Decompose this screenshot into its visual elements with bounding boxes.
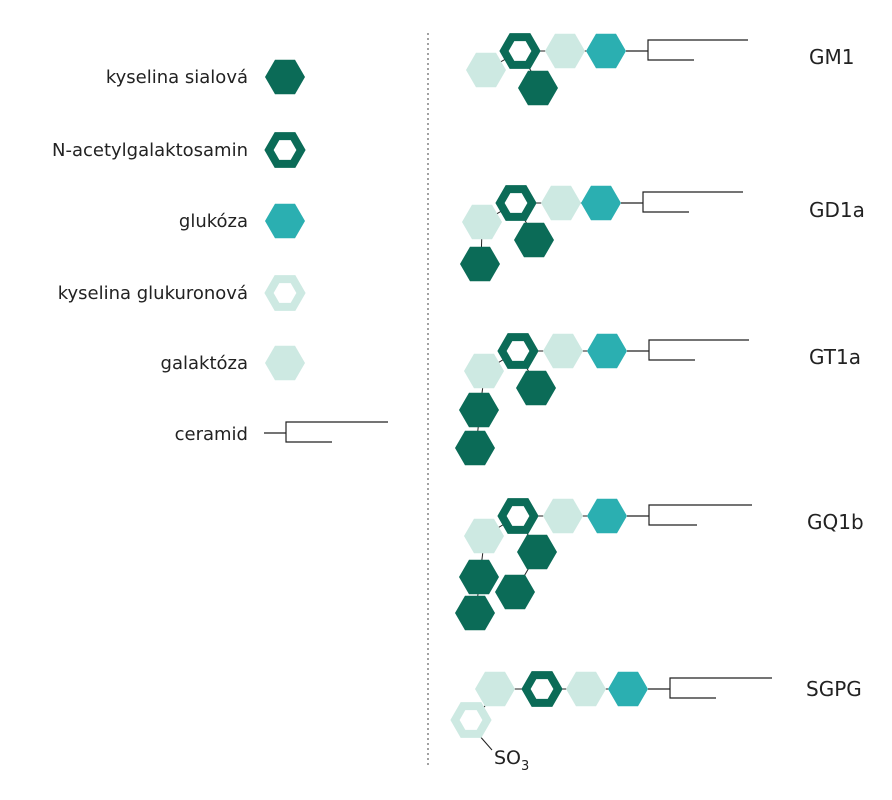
structure-name: SGPG	[806, 677, 862, 701]
sialic-acid-hexagon	[516, 370, 556, 406]
ceramide-symbol	[627, 339, 749, 361]
ceramide-symbol	[648, 677, 772, 699]
galactose-hexagon	[541, 185, 581, 221]
legend-ceramide-symbol	[264, 421, 388, 443]
sulfate-label-base: SO	[494, 747, 521, 769]
galnac-hexagon	[497, 333, 539, 369]
legend-label-glucuronic-acid: kyselina glukuronová	[58, 283, 248, 304]
glucose-hexagon	[581, 185, 621, 221]
legend-label-galactose: galaktóza	[161, 353, 248, 374]
galactose-hexagon	[543, 333, 583, 369]
galactose-hexagon	[464, 353, 504, 389]
legend-sialic-acid-hexagon	[265, 59, 305, 95]
sialic-acid-hexagon	[460, 246, 500, 282]
sialic-acid-hexagon	[455, 430, 495, 466]
ceramide-symbol	[627, 504, 752, 526]
galactose-hexagon	[475, 671, 515, 707]
glucuronic-acid-hexagon	[450, 702, 492, 738]
ceramide-symbol	[626, 39, 748, 61]
sulfate-label: SO3	[494, 747, 529, 774]
glucose-hexagon	[587, 498, 627, 534]
legend-label-galnac: N-acetylgalaktosamin	[52, 140, 248, 161]
legend-label-ceramide: ceramid	[175, 424, 248, 445]
structure-name: GQ1b	[807, 510, 864, 534]
legend-glucuronic-acid-hexagon	[264, 275, 306, 311]
galnac-hexagon	[521, 671, 563, 707]
glucose-hexagon	[608, 671, 648, 707]
galactose-hexagon	[466, 52, 506, 88]
structure-gm1: GM1	[466, 33, 854, 106]
structure-gd1a: GD1a	[460, 185, 865, 282]
galactose-hexagon	[462, 204, 502, 240]
galactose-hexagon	[545, 33, 585, 69]
sialic-acid-hexagon	[459, 559, 499, 595]
legend: kyselina sialová N-acetylgalaktosamin gl…	[52, 59, 388, 445]
structure-name: GM1	[809, 45, 854, 69]
galactose-hexagon	[464, 518, 504, 554]
sialic-acid-hexagon	[495, 574, 535, 610]
ceramide-symbol	[621, 191, 743, 213]
structure-name: GT1a	[809, 345, 861, 369]
legend-label-sialic-acid: kyselina sialová	[106, 67, 248, 88]
sialic-acid-hexagon	[518, 70, 558, 106]
sialic-acid-hexagon	[517, 534, 557, 570]
structure-gq1b: GQ1b	[455, 498, 864, 631]
legend-label-glucose: glukóza	[179, 211, 248, 232]
structure-gt1a: GT1a	[455, 333, 861, 466]
structure-sgpg: SGPG SO3	[450, 671, 862, 774]
sialic-acid-hexagon	[514, 222, 554, 258]
sulfate-label-subscript: 3	[521, 759, 529, 774]
legend-glucose-hexagon	[265, 203, 305, 239]
sialic-acid-hexagon	[459, 392, 499, 428]
sialic-acid-hexagon	[455, 595, 495, 631]
galnac-hexagon	[497, 498, 539, 534]
glucose-hexagon	[586, 33, 626, 69]
galactose-hexagon	[543, 498, 583, 534]
structure-name: GD1a	[809, 198, 865, 222]
galactose-hexagon	[566, 671, 606, 707]
legend-galactose-hexagon	[265, 345, 305, 381]
legend-galnac-hexagon	[264, 132, 306, 168]
galnac-hexagon	[499, 33, 541, 69]
galnac-hexagon	[495, 185, 537, 221]
glucose-hexagon	[587, 333, 627, 369]
